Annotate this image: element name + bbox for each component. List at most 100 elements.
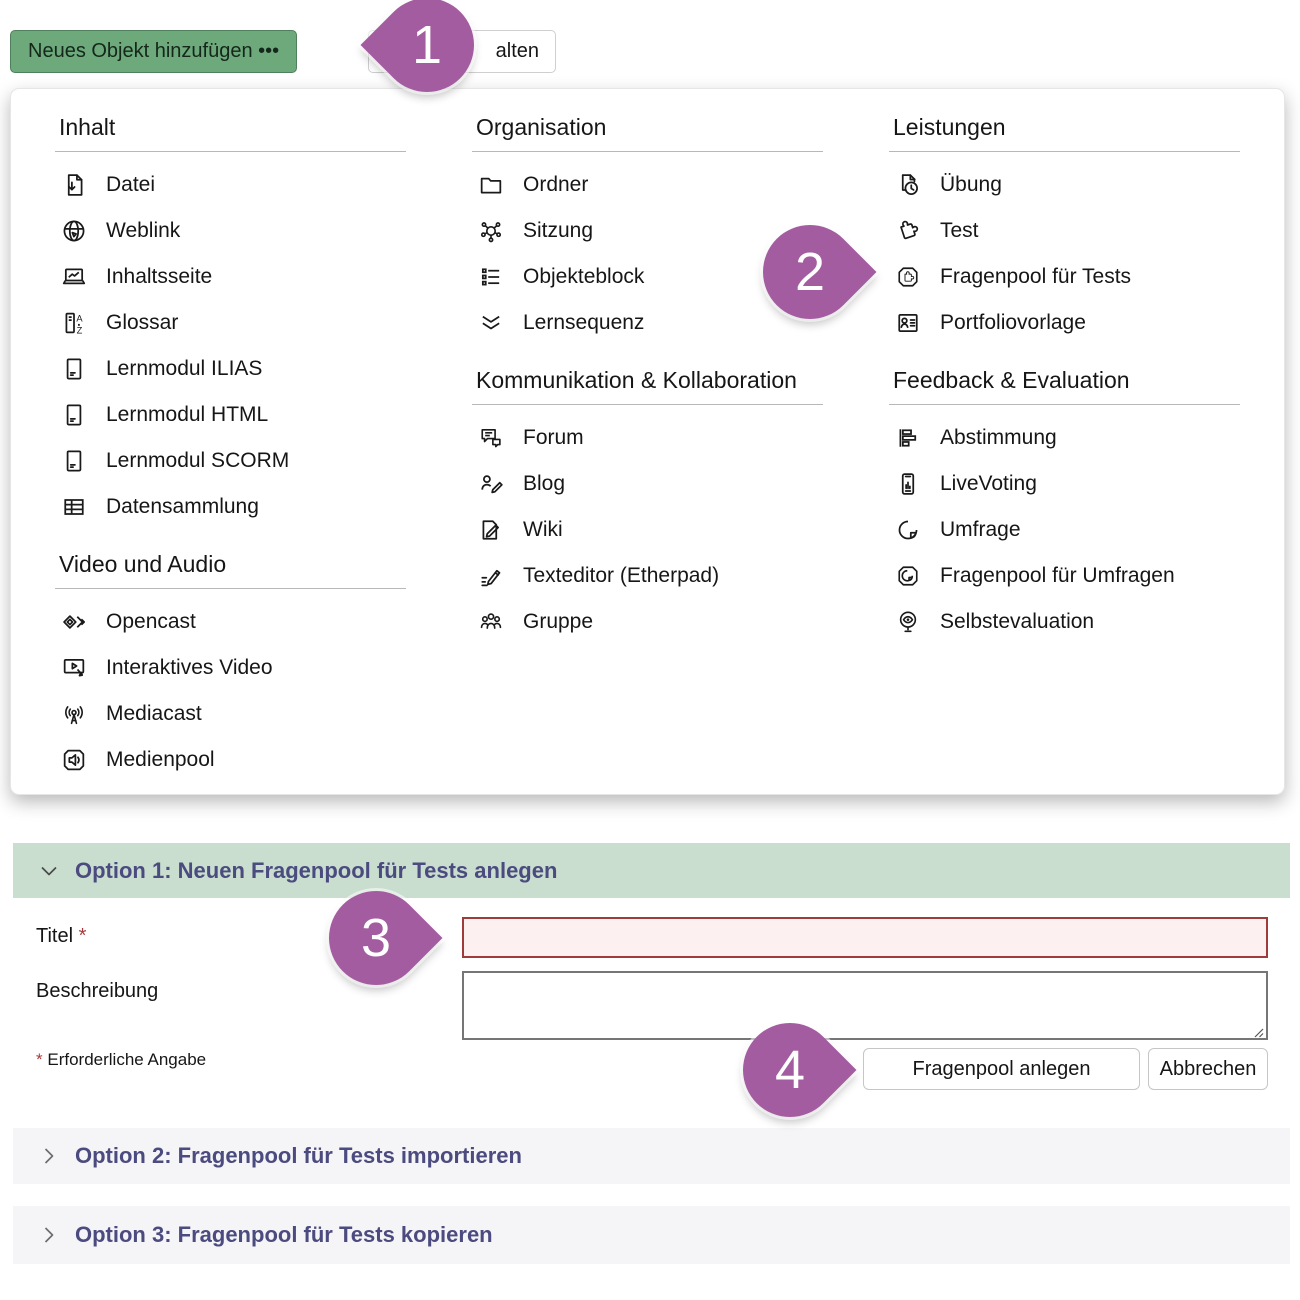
menu-item-ordner[interactable]: Ordner: [476, 162, 823, 208]
marker-number: 3: [360, 907, 392, 968]
weblink-icon: [59, 216, 89, 246]
text-editor-icon: [476, 561, 506, 591]
menu-item-mediacast[interactable]: Mediacast: [59, 691, 406, 737]
menu-item-glossar[interactable]: Glossar: [59, 300, 406, 346]
menu-item-blog[interactable]: Blog: [476, 461, 823, 507]
menu-item-lernmodul-ilias[interactable]: Lernmodul ILIAS: [59, 346, 406, 392]
menu-item-sitzung[interactable]: Sitzung: [476, 208, 823, 254]
menu-item-label: Texteditor (Etherpad): [523, 563, 720, 587]
menu-item-label: Lernsequenz: [523, 310, 645, 334]
menu-item-gruppe[interactable]: Gruppe: [476, 599, 823, 645]
title-input[interactable]: [462, 917, 1268, 958]
option2-title: Option 2: Fragenpool für Tests importier…: [75, 1143, 522, 1168]
create-question-pool-button[interactable]: Fragenpool anlegen: [863, 1048, 1140, 1090]
menu-item-label: Sitzung: [523, 218, 594, 242]
menu-item-label: Fragenpool für Umfragen: [940, 563, 1175, 587]
marker-number: 1: [411, 14, 443, 75]
section-title: Inhalt: [55, 109, 406, 152]
menu-item-portfoliovorlage[interactable]: Portfoliovorlage: [893, 300, 1240, 346]
marker-number: 2: [794, 241, 826, 302]
title-label: Titel: [36, 925, 74, 947]
live-voting-icon: [893, 469, 923, 499]
menu-item-lernmodul-html[interactable]: Lernmodul HTML: [59, 392, 406, 438]
menu-item-bung[interactable]: Übung: [893, 162, 1240, 208]
data-collection-icon: [59, 492, 89, 522]
menu-item-label: Glossar: [106, 310, 179, 334]
menu-item-test[interactable]: Test: [893, 208, 1240, 254]
menu-item-wiki[interactable]: Wiki: [476, 507, 823, 553]
option1-title: Option 1: Neuen Fragenpool für Tests anl…: [75, 857, 558, 883]
menu-item-fragenpool-f-r-tests[interactable]: Fragenpool für Tests: [893, 254, 1240, 300]
menu-item-interaktives-video[interactable]: Interaktives Video: [59, 645, 406, 691]
menu-item-label: Lernmodul HTML: [106, 402, 269, 426]
menu-item-abstimmung[interactable]: Abstimmung: [893, 415, 1240, 461]
menu-item-label: Portfoliovorlage: [940, 310, 1086, 334]
menu-item-forum[interactable]: Forum: [476, 415, 823, 461]
menu-item-texteditor-etherpad[interactable]: Texteditor (Etherpad): [476, 553, 823, 599]
menu-item-label: Inhaltsseite: [106, 264, 213, 288]
menu-item-lernsequenz[interactable]: Lernsequenz: [476, 300, 823, 346]
session-icon: [476, 216, 506, 246]
title-label-row: Titel *: [36, 925, 86, 948]
menu-item-datensammlung[interactable]: Datensammlung: [59, 484, 406, 530]
poll-icon: [893, 423, 923, 453]
menu-item-label: Lernmodul ILIAS: [106, 356, 263, 380]
menu-item-label: LiveVoting: [940, 471, 1037, 495]
menu-item-objekteblock[interactable]: Objekteblock: [476, 254, 823, 300]
chevron-right-icon: [37, 1144, 61, 1168]
option3-accordion-header[interactable]: Option 3: Fragenpool für Tests kopieren: [13, 1206, 1290, 1264]
menu-item-label: Datei: [106, 172, 156, 196]
add-object-button[interactable]: Neues Objekt hinzufügen •••: [10, 30, 298, 73]
menu-item-medienpool[interactable]: Medienpool: [59, 737, 406, 783]
menu-item-datei[interactable]: Datei: [59, 162, 406, 208]
required-note-asterisk: *: [36, 1050, 43, 1069]
exercise-icon: [893, 170, 923, 200]
wiki-icon: [476, 515, 506, 545]
section-title: Kommunikation & Kollaboration: [472, 362, 823, 405]
menu-item-opencast[interactable]: Opencast: [59, 599, 406, 645]
menu-item-label: Forum: [523, 425, 584, 449]
glossary-icon: [59, 308, 89, 338]
marker-number: 4: [774, 1039, 806, 1100]
learning-module-icon: [59, 354, 89, 384]
chevron-down-icon: [37, 859, 61, 883]
mediacast-icon: [59, 699, 89, 729]
menu-item-umfrage[interactable]: Umfrage: [893, 507, 1240, 553]
menu-item-label: Objekteblock: [523, 264, 645, 288]
menu-item-label: Ordner: [523, 172, 589, 196]
option2-accordion-header[interactable]: Option 2: Fragenpool für Tests importier…: [13, 1128, 1290, 1184]
menu-item-label: Test: [940, 218, 979, 242]
textarea-resize-handle-icon[interactable]: [1252, 1026, 1264, 1038]
cancel-button[interactable]: Abbrechen: [1148, 1048, 1268, 1090]
menu-item-livevoting[interactable]: LiveVoting: [893, 461, 1240, 507]
menu-item-label: Opencast: [106, 609, 196, 633]
menu-item-label: Übung: [940, 172, 1002, 196]
required-note-text: Erforderliche Angabe: [47, 1050, 207, 1069]
blog-icon: [476, 469, 506, 499]
menu-item-label: Datensammlung: [106, 494, 259, 518]
menu-item-label: Umfrage: [940, 517, 1021, 541]
learning-module-icon: [59, 400, 89, 430]
option1-accordion-header[interactable]: Option 1: Neuen Fragenpool für Tests anl…: [13, 843, 1290, 898]
description-textarea[interactable]: [462, 971, 1268, 1040]
menu-item-fragenpool-f-r-umfragen[interactable]: Fragenpool für Umfragen: [893, 553, 1240, 599]
menu-item-inhaltsseite[interactable]: Inhaltsseite: [59, 254, 406, 300]
learning-sequence-icon: [476, 308, 506, 338]
menu-item-lernmodul-scorm[interactable]: Lernmodul SCORM: [59, 438, 406, 484]
section-title: Feedback & Evaluation: [889, 362, 1240, 405]
opencast-icon: [59, 607, 89, 637]
content-page-icon: [59, 262, 89, 292]
menu-item-weblink[interactable]: Weblink: [59, 208, 406, 254]
test-icon: [893, 216, 923, 246]
menu-item-selbstevaluation[interactable]: Selbstevaluation: [893, 599, 1240, 645]
